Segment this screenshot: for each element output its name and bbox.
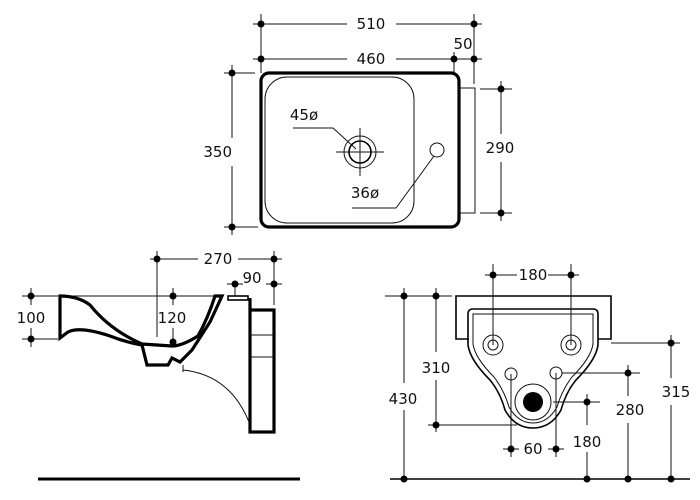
dim-back-offset: 90	[242, 269, 261, 287]
back-plate-outline	[458, 87, 476, 214]
top-view: 510 460 50 350 290 45ø 36ø	[203, 14, 514, 235]
dim-fixings-height: 315	[662, 383, 691, 401]
dim-holes-height: 280	[616, 401, 645, 419]
label-drain-diameter: 45ø	[290, 106, 318, 124]
basin-section	[58, 294, 225, 367]
dim-hole-spacing: 60	[523, 440, 542, 458]
side-view: 270 90 100 120	[17, 250, 300, 481]
dim-depth-total: 350	[203, 143, 232, 161]
tap-deck	[227, 295, 249, 301]
dim-bowl-height: 310	[422, 359, 451, 377]
back-plate-section	[248, 308, 276, 434]
waste-outlet-ring	[514, 383, 552, 421]
dim-width-total: 510	[357, 15, 386, 33]
dim-width-basin: 460	[357, 50, 386, 68]
bowl-outer	[467, 308, 599, 429]
dim-fixing-spacing: 180	[519, 266, 548, 284]
bowl-inner	[472, 313, 594, 424]
dim-drain-depth: 120	[158, 309, 187, 327]
basin-bowl-outline	[264, 76, 415, 224]
top-plate	[455, 295, 612, 340]
dim-depth-to-drain: 270	[204, 250, 233, 268]
dim-width-back: 50	[453, 35, 472, 53]
label-tap-hole-diameter: 36ø	[351, 184, 379, 202]
tap-hole	[429, 142, 445, 158]
dim-overall-height: 430	[389, 390, 418, 408]
front-view: 180 430 310 60 180 280 315	[385, 264, 690, 483]
support-curve	[182, 369, 250, 423]
dim-drain-height: 180	[573, 433, 602, 451]
waste-outlet	[523, 392, 543, 412]
dim-basin-height: 100	[17, 309, 46, 327]
dim-depth-back: 290	[486, 139, 515, 157]
